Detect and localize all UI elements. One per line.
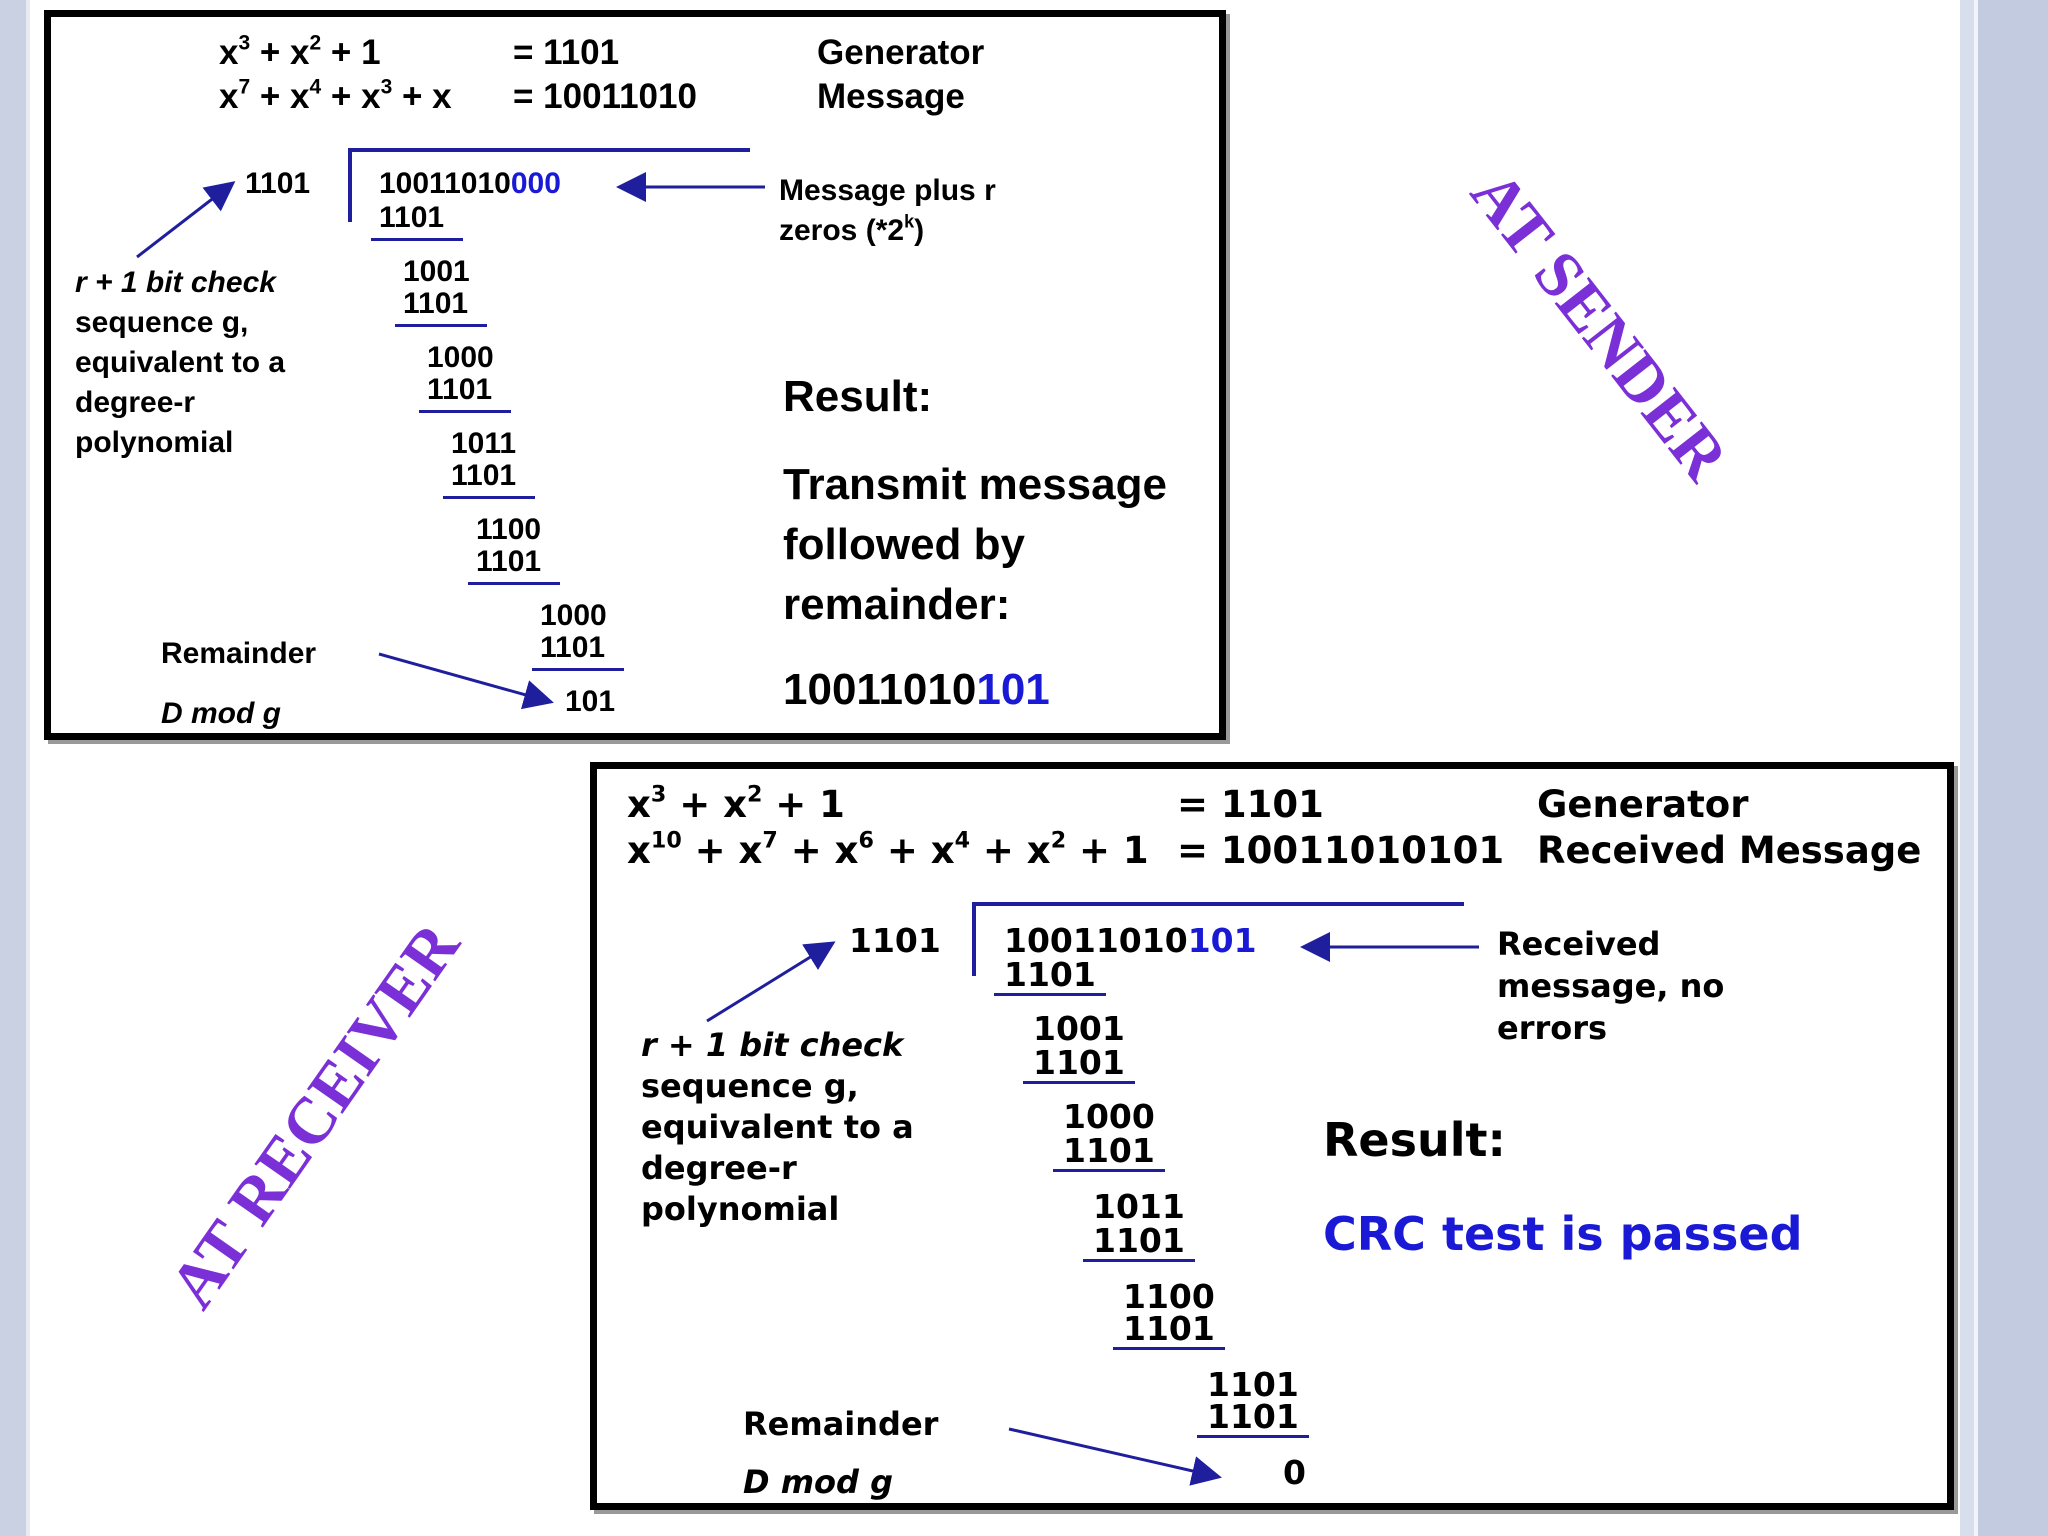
remainder-label: Remainder xyxy=(161,637,317,670)
step-1101-c: 1101 xyxy=(427,373,493,406)
divisor: 1101 xyxy=(849,921,941,960)
divisor: 1101 xyxy=(245,167,311,200)
at-sender-label: AT SENDER xyxy=(1456,157,1742,494)
remainder-arrow xyxy=(378,652,554,710)
step-1100: 1100 xyxy=(476,513,542,546)
step-underline-1 xyxy=(994,993,1106,996)
received-message-label: Received Message xyxy=(1537,829,1922,872)
step-underline-1 xyxy=(371,238,463,241)
step-1011: 1011 xyxy=(451,427,517,460)
receiver-panel: x3 + x2 + 1 = 1101 Generator x10 + x7 + … xyxy=(590,762,1954,1510)
generator-label: Generator xyxy=(1537,783,1749,826)
received-message-bits: = 10011010101 xyxy=(1177,829,1505,872)
step-underline-2 xyxy=(395,324,487,327)
division-bracket xyxy=(972,902,1464,976)
step-underline-3 xyxy=(419,410,511,413)
generator-polynomial: x3 + x2 + 1 xyxy=(219,31,381,72)
step-1101-b: 1101 xyxy=(1033,1043,1125,1082)
result-title: Result: xyxy=(1323,1113,1506,1167)
received-dividend: 10011010101 xyxy=(1004,921,1257,960)
step-1101-d: 1101 xyxy=(1093,1221,1185,1260)
step-1101-d: 1101 xyxy=(451,459,517,492)
slide-left-border-inner xyxy=(26,0,30,1536)
step-1000: 1000 xyxy=(427,341,494,374)
step-1101-b: 1101 xyxy=(403,287,469,320)
message-plus-zeros-note: Message plus r zeros (*2k) xyxy=(779,174,996,247)
step-1101-e: 1101 xyxy=(1123,1309,1215,1348)
step-underline-6 xyxy=(1197,1435,1309,1438)
step-underline-4 xyxy=(1083,1259,1195,1262)
check-sequence-note: r + 1 bit check sequence g, equivalent t… xyxy=(75,266,286,459)
step-1101-c: 1101 xyxy=(1063,1131,1155,1170)
message-label: Message xyxy=(817,77,965,116)
check-note-line-1: r + 1 bit check xyxy=(75,266,276,299)
slide-right-border-outer xyxy=(1978,0,2048,1536)
dividend: 10011010000 xyxy=(379,167,561,200)
crc-test-passed: CRC test is passed xyxy=(1323,1207,1803,1261)
step-1101-e: 1101 xyxy=(476,545,542,578)
message-bits: = 10011010 xyxy=(513,77,697,116)
division-bracket xyxy=(348,148,750,222)
received-no-errors-note: Received message, no errors xyxy=(1497,925,1725,1047)
remainder-value: 0 xyxy=(1283,1453,1306,1492)
result-text: Transmit message followed by remainder: xyxy=(783,460,1167,629)
sender-arrows xyxy=(136,172,765,710)
step-underline-5 xyxy=(1113,1347,1225,1350)
step-1101-g: 1101 xyxy=(1207,1397,1299,1436)
step-1000: 1000 xyxy=(1063,1097,1155,1136)
remainder-value: 101 xyxy=(565,685,616,718)
divisor-arrow xyxy=(706,941,836,1023)
transmitted-code: 10011010101 xyxy=(783,665,1050,714)
step-1101-f: 1101 xyxy=(1207,1365,1299,1404)
step-1101-a: 1101 xyxy=(1004,955,1096,994)
generator-bits: = 1101 xyxy=(1177,783,1324,826)
dmodg-label: D mod g xyxy=(743,1463,893,1501)
generator-polynomial: x3 + x2 + 1 xyxy=(627,781,845,826)
result-title: Result: xyxy=(783,372,933,421)
divisor-arrow xyxy=(136,181,236,259)
sender-panel: x3 + x2 + 1 = 1101 Generator x7 + x4 + x… xyxy=(44,10,1226,740)
dmodg-label: D mod g xyxy=(161,697,281,730)
step-1100: 1100 xyxy=(1123,1277,1215,1316)
step-underline-5 xyxy=(468,582,560,585)
check-sequence-note: r + 1 bit check sequence g, equivalent t… xyxy=(641,1026,914,1228)
generator-bits: = 1101 xyxy=(513,33,620,72)
step-underline-4 xyxy=(443,496,535,499)
remainder-arrow xyxy=(1008,1427,1222,1486)
step-1001: 1001 xyxy=(403,255,470,288)
receiver-arrows xyxy=(706,932,1479,1486)
step-1101-a: 1101 xyxy=(379,201,445,234)
step-underline-2 xyxy=(1023,1081,1135,1084)
generator-label: Generator xyxy=(817,33,985,72)
slide-right-border-gap xyxy=(1974,0,1978,1536)
check-note-line-1: r + 1 bit check xyxy=(641,1026,904,1064)
step-1001: 1001 xyxy=(1033,1009,1125,1048)
slide-right-border xyxy=(1960,0,1974,1536)
step-underline-6 xyxy=(532,668,624,671)
step-underline-3 xyxy=(1053,1169,1165,1172)
received-message-polynomial: x10 + x7 + x6 + x4 + x2 + 1 xyxy=(627,827,1149,872)
step-1101-f: 1101 xyxy=(540,631,606,664)
message-polynomial: x7 + x4 + x3 + x xyxy=(219,75,452,116)
step-1000-b: 1000 xyxy=(540,599,607,632)
at-receiver-label: AT RECEIVER xyxy=(155,910,474,1322)
step-1011: 1011 xyxy=(1093,1187,1185,1226)
slide-left-border xyxy=(0,0,26,1536)
remainder-label: Remainder xyxy=(743,1405,939,1443)
